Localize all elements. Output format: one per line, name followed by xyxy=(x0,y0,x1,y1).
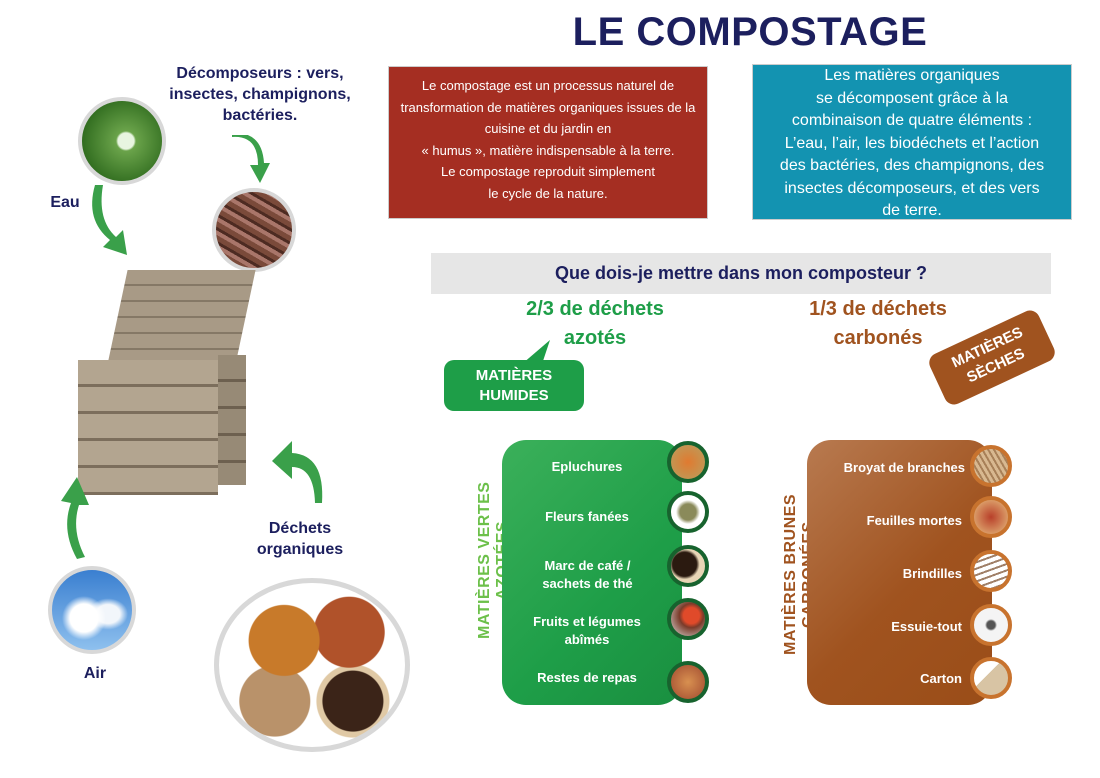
air-label: Air xyxy=(83,665,107,682)
cardboard-image xyxy=(970,657,1012,699)
text-line: le cycle de la nature. xyxy=(488,185,608,201)
green-item: Epluchures xyxy=(551,459,623,474)
brown-item: Broyat de branches xyxy=(843,460,965,475)
dead-leaves-image xyxy=(970,496,1012,538)
brown-item: Essuie-tout xyxy=(891,619,962,634)
compost-definition-box: Le compostage est un processus naturel d… xyxy=(388,66,708,219)
fraction-line: carbonés xyxy=(833,327,923,349)
fraction-line: 2/3 de déchets xyxy=(526,298,664,320)
brown-materials-panel xyxy=(807,440,992,705)
text-line: combinaison de quatre éléments : xyxy=(791,112,1033,129)
brown-item: Feuilles mortes xyxy=(866,513,962,528)
text-line: se décomposent grâce à la xyxy=(815,89,1009,107)
text-line: « humus », matière indispensable à la te… xyxy=(421,142,675,158)
fraction-line: azotés xyxy=(563,327,627,349)
decomposition-elements-box: Les matières organiques se décomposent g… xyxy=(752,64,1072,220)
green-item: Fruits et légumes abîmés xyxy=(533,614,641,647)
peelings-image xyxy=(667,441,709,483)
arrow-waste-icon xyxy=(272,441,323,503)
fruits-vegetables-image xyxy=(667,598,709,640)
brown-item: Carton xyxy=(920,671,962,686)
text-line: transformation de matières organiques is… xyxy=(400,99,696,115)
paper-towel-image xyxy=(970,604,1012,646)
bubble-line: MATIÈRES xyxy=(475,367,553,384)
question-heading: Que dois-je mettre dans mon composteur ? xyxy=(431,253,1051,294)
green-item: Fleurs fanées xyxy=(545,509,629,524)
text-line: cuisine et du jardin en xyxy=(484,121,612,136)
green-materials-panel xyxy=(502,440,682,705)
brown-item: Brindilles xyxy=(902,566,962,581)
page-title: LE COMPOSTAGE xyxy=(572,10,928,54)
text-line: insectes décomposeurs, et des vers xyxy=(784,179,1040,197)
text-line: Les matières organiques xyxy=(824,67,1000,84)
waste-label: Déchets organiques xyxy=(256,520,344,558)
worms-image xyxy=(212,188,296,272)
twigs-image xyxy=(970,550,1012,592)
text-line: des bactéries, des champignons, des xyxy=(779,157,1045,174)
bubble-line: HUMIDES xyxy=(479,387,549,404)
dried-flowers-image xyxy=(667,491,709,533)
green-item: Restes de repas xyxy=(537,670,637,685)
brown-fraction-label: 1/3 de déchets carbonés xyxy=(783,295,973,353)
shredded-branches-image xyxy=(970,445,1012,487)
text-line: Le compostage est un processus naturel d… xyxy=(421,78,675,93)
compost-bin-image xyxy=(78,270,256,495)
water-drop-image xyxy=(78,97,166,185)
wet-materials-bubble: MATIÈRES HUMIDES xyxy=(444,360,584,411)
arrow-decomposers-icon xyxy=(232,135,270,183)
organic-waste-image xyxy=(214,578,410,752)
sky-image xyxy=(48,566,136,654)
water-label: Eau xyxy=(50,194,80,211)
green-fraction-label: 2/3 de déchets azotés xyxy=(500,295,690,353)
decomposers-label: Décomposeurs : vers, insectes, champigno… xyxy=(169,65,351,124)
text-line: L’eau, l’air, les biodéchets et l’action xyxy=(784,134,1040,152)
text-line: de terre. xyxy=(882,202,942,219)
text-line: Le compostage reproduit simplement xyxy=(441,164,655,179)
leftovers-image xyxy=(667,661,709,703)
arrow-air-icon xyxy=(61,477,89,559)
arrow-water-icon xyxy=(92,185,127,255)
fraction-line: 1/3 de déchets xyxy=(809,298,947,320)
green-item: Marc de café / sachets de thé xyxy=(542,558,633,591)
coffee-grounds-image xyxy=(667,545,709,587)
